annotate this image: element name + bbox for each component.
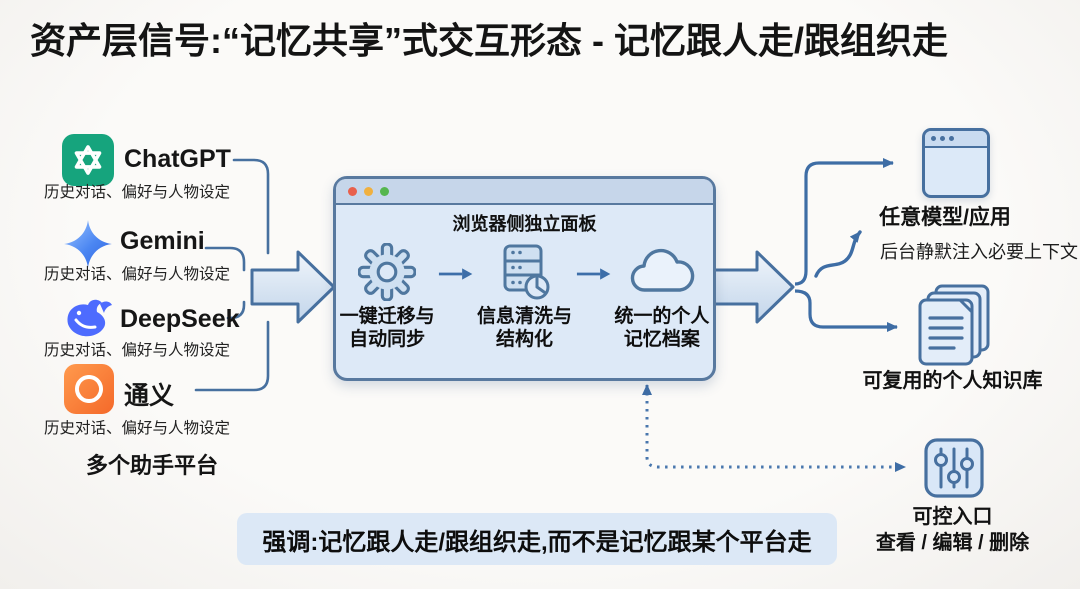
assistant-subtitle: 历史对话、偏好与人物设定	[44, 420, 231, 437]
dashed-control-connector	[642, 384, 906, 472]
right-arrow-icon	[439, 268, 473, 280]
documents-stack-icon	[918, 284, 990, 366]
browser-window-titlebar	[925, 131, 987, 148]
cloud-icon	[630, 248, 695, 292]
tongyi-icon	[64, 364, 114, 414]
connector-to-knowledge-base	[794, 289, 898, 332]
right-arrow-icon	[576, 268, 610, 280]
step-clean: 信息清洗与结构化	[473, 243, 575, 351]
control-entry-label: 可控入口	[912, 506, 993, 528]
window-dot-red	[348, 186, 357, 196]
browser-window-icon	[922, 128, 990, 198]
assistant-name-tongyi: 通义	[124, 382, 175, 410]
gemini-icon	[62, 218, 114, 270]
squiggle-arrow	[814, 230, 862, 278]
server-icon	[503, 244, 550, 300]
step-label: 统一的个人记忆档案	[614, 306, 710, 351]
assistant-name-gemini: Gemini	[120, 227, 205, 255]
window-dot-yellow	[364, 186, 373, 196]
panel-titlebar	[336, 179, 713, 205]
assistant-name-deepseek: DeepSeek	[120, 305, 240, 333]
panel-steps: 一键迁移与自动同步 信息清洗与结构化	[336, 243, 713, 351]
control-actions-label: 查看 / 编辑 / 删除	[875, 532, 1030, 554]
assistant-subtitle: 历史对话、偏好与人物设定	[44, 266, 231, 283]
deepseek-icon	[60, 296, 116, 344]
window-dot-green	[380, 186, 389, 196]
chatgpt-icon	[62, 134, 114, 186]
gear-icon	[358, 243, 417, 301]
page-title: 资产层信号:“记忆共享”式交互形态 - 记忆跟人走/跟组织走	[30, 20, 948, 61]
big-arrow-into-panel	[250, 250, 336, 324]
injection-note: 后台静默注入必要上下文	[880, 242, 1078, 262]
browser-panel: 浏览器侧独立面板 一键迁移与自动同步	[333, 176, 716, 381]
knowledge-base-label: 可复用的个人知识库	[862, 370, 1043, 392]
step-migrate: 一键迁移与自动同步	[336, 243, 438, 351]
assistants-footer-label: 多个助手平台	[86, 453, 219, 478]
big-arrow-out-of-panel	[711, 250, 795, 324]
assistant-name-chatgpt: ChatGPT	[124, 145, 231, 173]
emphasis-banner: 强调:记忆跟人走/跟组织走,而不是记忆跟某个平台走	[237, 513, 837, 565]
step-label: 信息清洗与结构化	[476, 306, 572, 351]
panel-title: 浏览器侧独立面板	[452, 214, 597, 234]
assistant-subtitle: 历史对话、偏好与人物设定	[44, 342, 231, 359]
any-model-label: 任意模型/应用	[879, 206, 1011, 229]
sliders-icon	[924, 438, 984, 498]
step-archive: 统一的个人记忆档案	[611, 243, 713, 351]
assistant-subtitle: 历史对话、偏好与人物设定	[44, 184, 231, 201]
step-label: 一键迁移与自动同步	[339, 306, 435, 351]
